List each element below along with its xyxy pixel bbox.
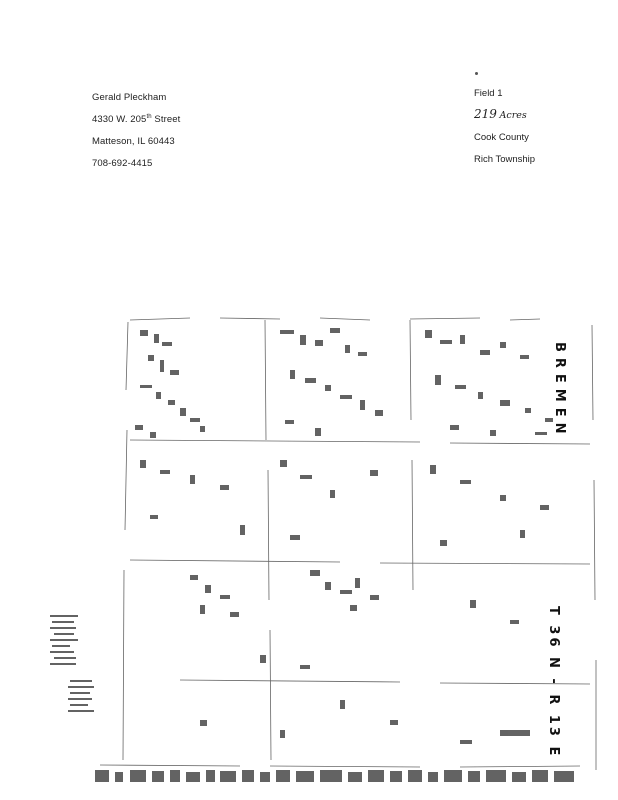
- field-acres-word: Acres: [499, 110, 527, 121]
- field-label: Field 1: [474, 88, 503, 99]
- owner-name: Gerald Pleckham: [92, 92, 167, 103]
- map-township-label: BREMEN: [552, 342, 567, 440]
- plat-map: [50, 317, 597, 782]
- scan-speck: [475, 72, 478, 75]
- owner-phone: 708-692-4415: [92, 158, 153, 169]
- field-township: Rich Township: [474, 154, 536, 165]
- owner-street: 4330 W. 205th Street: [92, 114, 181, 126]
- field-acres-number: 219: [474, 107, 497, 121]
- field-county: Cook County: [474, 132, 529, 143]
- field-acres: 219 Acres: [474, 107, 527, 121]
- map-range-label: T 36 N - R 13 E: [546, 606, 561, 759]
- owner-city: Matteson, IL 60443: [92, 136, 175, 147]
